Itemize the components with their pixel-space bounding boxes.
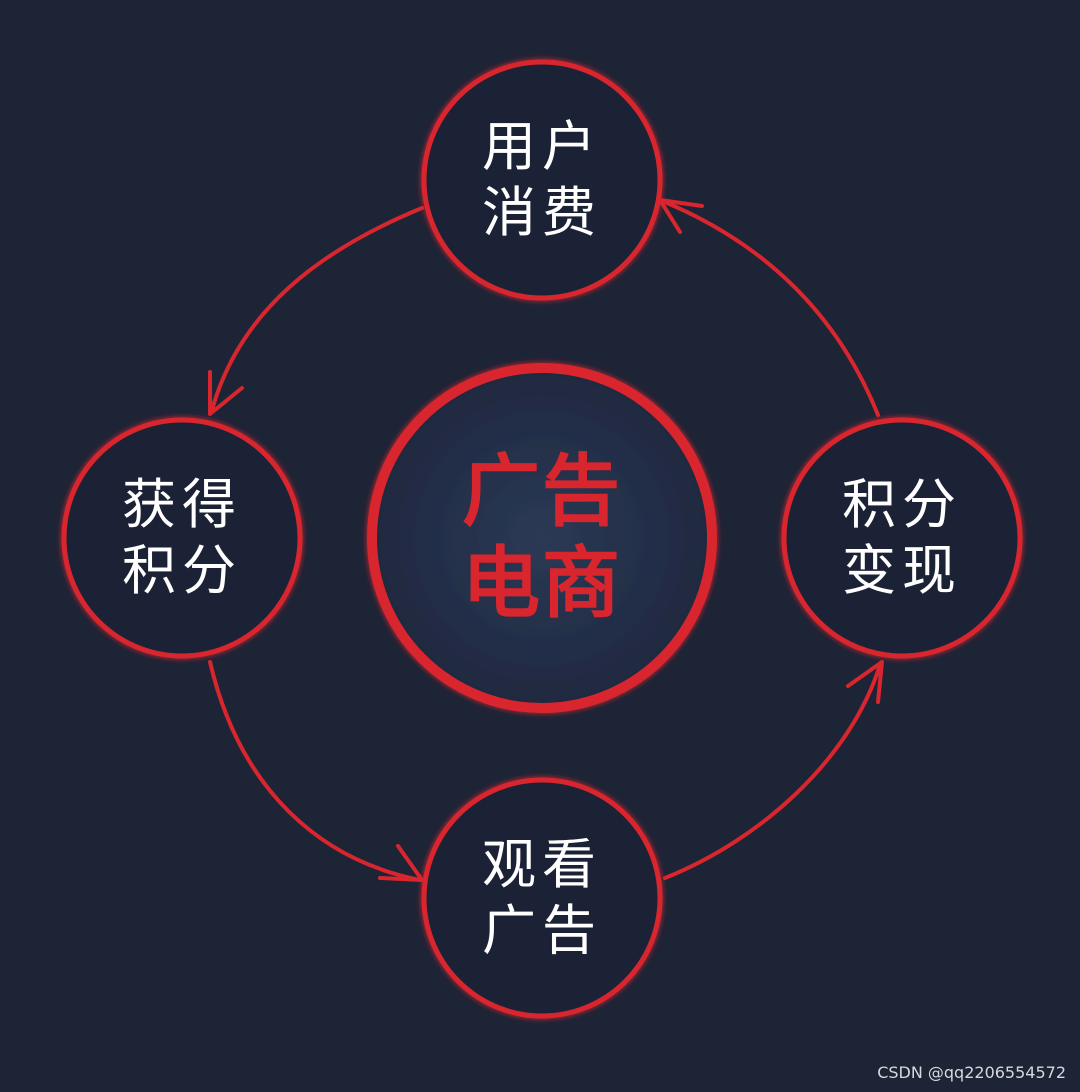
- arc-left-to-bottom: [208, 660, 422, 882]
- node-bottom-line2: 广告: [482, 899, 602, 962]
- center-circle: [367, 363, 717, 713]
- center-line1: 广告: [461, 447, 622, 537]
- node-top-label: 用户 消费: [442, 114, 642, 246]
- node-bottom-label: 观看 广告: [442, 832, 642, 964]
- arrowhead-left: [208, 370, 244, 416]
- arrowhead-bottom: [378, 844, 424, 882]
- node-left-circle: [61, 417, 303, 659]
- center-label: 广告 电商: [422, 446, 662, 630]
- center-line2: 电商: [461, 539, 622, 629]
- node-top-circle: [421, 59, 663, 301]
- node-left-line1: 获得: [122, 473, 242, 536]
- node-right-label: 积分 变现: [802, 472, 1002, 604]
- node-right-circle: [781, 417, 1023, 659]
- node-left-line2: 积分: [122, 539, 242, 602]
- arrowhead-right: [846, 660, 884, 704]
- node-top-line2: 消费: [482, 181, 602, 244]
- arc-right-to-top: [658, 198, 880, 417]
- node-bottom-circle: [421, 777, 663, 1019]
- arc-bottom-to-right: [663, 663, 882, 880]
- node-right-line2: 变现: [842, 539, 962, 602]
- node-bottom-line1: 观看: [482, 833, 602, 896]
- node-top-line1: 用户: [482, 115, 602, 178]
- arc-top-to-left: [210, 206, 424, 412]
- watermark: CSDN @qq2206554572: [877, 1063, 1066, 1082]
- node-right-line1: 积分: [842, 473, 962, 536]
- node-left-label: 获得 积分: [82, 472, 282, 604]
